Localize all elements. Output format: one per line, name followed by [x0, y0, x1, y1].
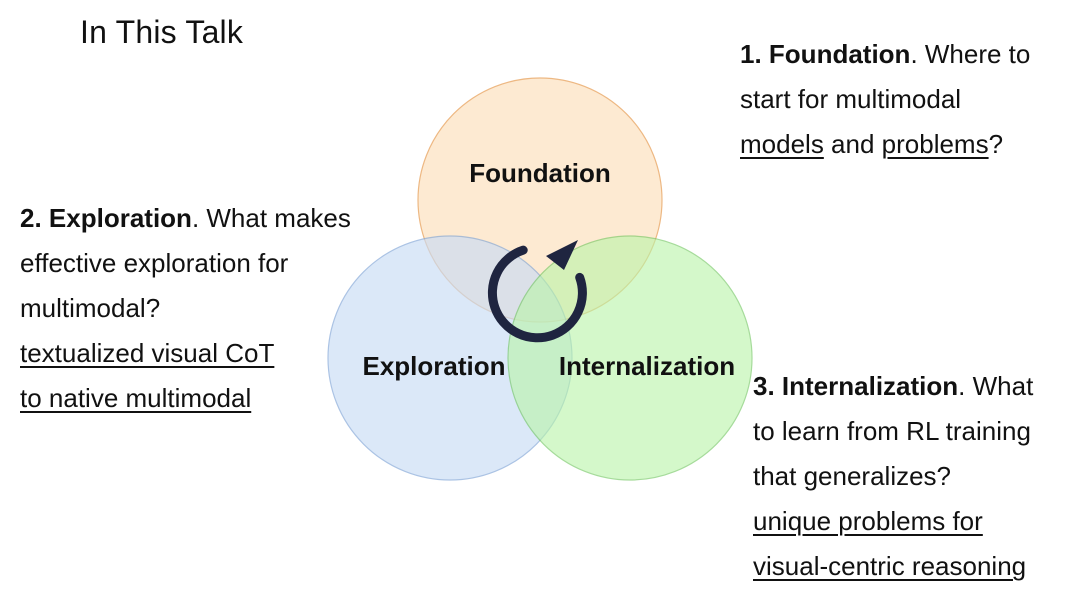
foundation-description: 1. Foundation. Where to start for multim…	[740, 32, 1030, 167]
exploration-question-start: . What makes	[191, 203, 351, 233]
internalization-answer-line-2: visual-centric reasoning	[753, 551, 1027, 581]
foundation-question-start: . Where to	[910, 39, 1031, 69]
foundation-joiner: and	[823, 129, 882, 159]
clockwise-cycle-arrow-icon	[487, 240, 587, 343]
internalization-heading: Internalization	[781, 371, 959, 401]
foundation-models-link: models	[740, 129, 824, 159]
internalization-number: 3.	[753, 371, 775, 401]
cycle-arrowhead	[546, 240, 578, 270]
cycle-arrow-arc	[487, 245, 587, 343]
exploration-line-2: effective exploration for	[20, 248, 289, 278]
foundation-line-2: start for multimodal	[740, 84, 962, 114]
slide-title: In This Talk	[80, 14, 244, 50]
internalization-answer-line-1: unique problems for	[753, 506, 983, 536]
exploration-heading: Exploration	[48, 203, 192, 233]
internalization-description: 3. Internalization. What to learn from R…	[753, 364, 1033, 589]
internalization-line-1: 3. Internalization. What	[753, 364, 1033, 409]
exploration-answer-line-1: textualized visual CoT	[20, 338, 275, 368]
foundation-heading: Foundation	[768, 39, 911, 69]
exploration-description: 2. Exploration. What makes effective exp…	[20, 196, 351, 421]
internalization-line-3: that generalizes?	[753, 461, 952, 491]
exploration-number: 2.	[20, 203, 42, 233]
exploration-line-3: multimodal?	[20, 293, 161, 323]
foundation-number: 1.	[740, 39, 762, 69]
foundation-question-mark: ?	[988, 129, 1004, 159]
internalization-circle	[507, 235, 753, 481]
internalization-line-2: to learn from RL training	[753, 416, 1031, 446]
exploration-circle-label: Exploration	[362, 351, 505, 381]
foundation-line-1: 1. Foundation. Where to	[740, 32, 1030, 77]
foundation-circle-label: Foundation	[469, 158, 611, 188]
internalization-question-start: . What	[958, 371, 1034, 401]
internalization-circle-label: Internalization	[559, 351, 735, 381]
exploration-line-1: 2. Exploration. What makes	[20, 196, 351, 241]
foundation-problems-link: problems	[881, 129, 989, 159]
foundation-line-3: models and problems?	[740, 122, 1030, 167]
exploration-answer-line-2: to native multimodal	[20, 383, 252, 413]
